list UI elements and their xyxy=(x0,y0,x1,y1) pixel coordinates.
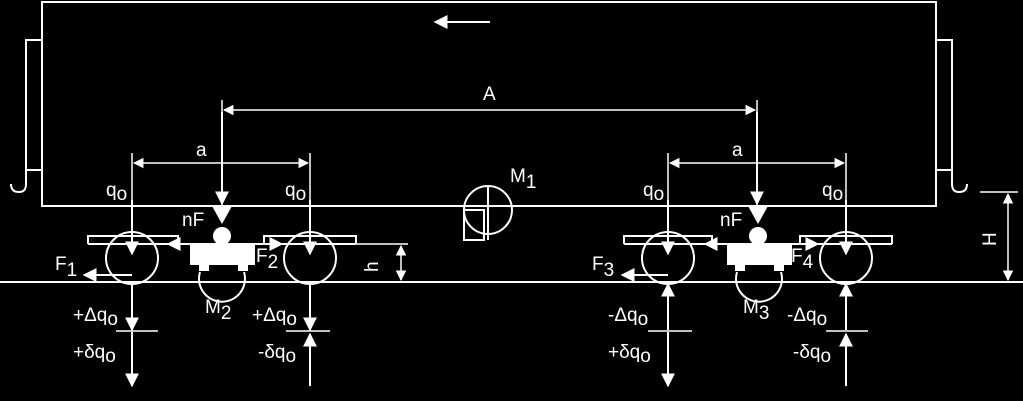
label-dq4b: -δqo xyxy=(793,342,831,367)
moment-M1-symbol xyxy=(463,185,513,241)
label-dq1b: +δqo xyxy=(73,342,116,367)
label-dq3b: +δqo xyxy=(608,342,651,367)
label-dq2a: +Δqo xyxy=(252,305,297,330)
bogie-right xyxy=(623,206,893,303)
label-a-left: a xyxy=(196,140,207,161)
label-q1: qo xyxy=(106,180,127,205)
label-F3: F3 xyxy=(592,254,614,281)
label-A: A xyxy=(483,84,496,105)
label-nF-left: nF xyxy=(182,210,204,231)
label-H: H xyxy=(980,232,1001,246)
dimension-h xyxy=(356,243,408,282)
bogie-left xyxy=(87,206,357,303)
label-F1: F1 xyxy=(55,254,77,281)
label-F4: F4 xyxy=(791,246,814,273)
label-dq2b: -δqo xyxy=(258,342,296,367)
label-q3: qo xyxy=(643,180,664,205)
label-h: h xyxy=(362,261,383,272)
dimension-H xyxy=(980,191,1018,282)
label-dq3a: -Δqo xyxy=(608,305,648,330)
label-M3: M3 xyxy=(743,297,769,324)
label-q4: qo xyxy=(822,180,843,205)
label-M1: M1 xyxy=(510,166,536,193)
label-q2: qo xyxy=(285,180,306,205)
label-dq4a: -Δqo xyxy=(787,305,827,330)
label-M2: M2 xyxy=(205,297,231,324)
label-F2: F2 xyxy=(256,246,278,273)
label-dq1a: +Δqo xyxy=(73,305,118,330)
wheel-load-arrows xyxy=(116,112,868,388)
label-a-right: a xyxy=(732,140,743,161)
label-nF-right: nF xyxy=(720,210,742,231)
